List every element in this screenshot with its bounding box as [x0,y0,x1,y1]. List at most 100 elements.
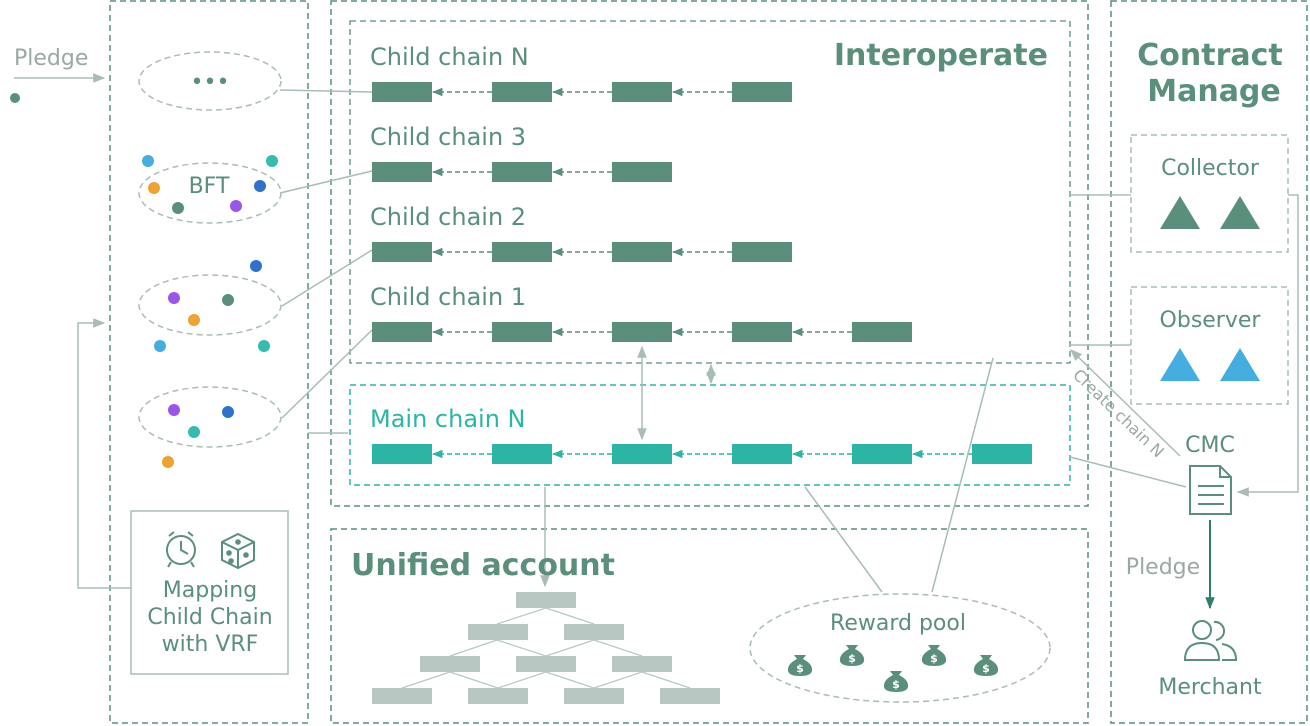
bft-label: BFT [189,174,230,199]
child-chain-1-block [852,322,912,342]
svg-text:$: $ [930,652,938,665]
money-bags: $ $ $ $ $ [787,645,999,692]
observer-triangle-icon [1160,348,1200,381]
center-panel [330,0,1089,507]
collector-box [1130,134,1289,253]
node-dot [250,260,262,272]
mapping-line-1: Mapping [163,578,257,603]
validator-group-n [138,51,282,111]
node-dot [168,292,180,304]
collector-triangle-icon [1160,196,1200,229]
vrf-loop-arrow [77,318,131,589]
child-chain-n-block [372,82,432,102]
observer-box [1130,286,1289,405]
interoperate-box [349,20,1071,364]
main-chain-block [372,444,432,464]
child-chain-1-block [612,322,672,342]
node-dot [230,200,242,212]
reward-pool-label: Reward pool [830,611,966,636]
collector-to-cmc-arrow [1236,194,1299,497]
contract-title-line-2: Manage [1147,74,1281,109]
child-chain-3-block [612,162,672,182]
observer-label: Observer [1160,308,1262,333]
node-dot [222,406,234,418]
child-chain-n-block [492,82,552,102]
child-chain-n-block [732,82,792,102]
unified-account-panel [330,528,1089,724]
child-chain-1-block [732,322,792,342]
mapping-line-2: Child Chain [147,605,272,630]
account-tree-nodes [372,592,720,704]
collector-triangle-icon [1220,196,1260,229]
create-chain-arrow [1070,349,1181,457]
child-chain-3-label: Child chain 3 [370,123,526,151]
child-chain-1-block [372,322,432,342]
main-chain-block [852,444,912,464]
node-dot [168,404,180,416]
main-chain-block [972,444,1032,464]
reward-link [804,486,883,593]
validator-group-1 [138,386,282,448]
alarm-clock-icon [166,531,196,568]
mapping-line-3: with VRF [162,632,259,657]
money-bag-icon: $ [921,645,947,666]
pledge-left-label: Pledge [14,46,88,71]
observer-triangle-icon [1220,348,1260,381]
node-dot [188,426,200,438]
right-panel [1110,0,1308,724]
validator-group-2 [138,274,282,336]
pledge-dot [10,93,20,103]
child-chain-1-block [492,322,552,342]
connector [279,89,373,93]
node-dot [266,155,278,167]
create-chain-label: Create chain N [1069,365,1168,461]
svg-text:$: $ [892,678,900,691]
contract-title-line-1: Contract [1137,38,1283,73]
money-bag-icon: $ [787,655,813,676]
svg-text:$: $ [982,662,990,675]
dice-icon [221,532,255,570]
connector [281,249,373,307]
reward-link [931,357,994,593]
cmc-label: CMC [1185,433,1235,458]
mapping-box [130,510,289,675]
people-icon [1183,620,1238,661]
pledge-right-label: Pledge [1126,555,1200,580]
child-chain-2-label: Child chain 2 [370,203,526,231]
node-dot [188,314,200,326]
node-dot [172,202,184,214]
child-chain-1-label: Child chain 1 [370,283,526,311]
child-chain-n-block [612,82,672,102]
child-chain-2-block [612,242,672,262]
node-dot [162,456,174,468]
account-tree [401,607,691,689]
node-dot [258,340,270,352]
unified-account-title: Unified account [351,548,615,583]
main-chain-block [492,444,552,464]
node-dot [254,180,266,192]
collector-label: Collector [1161,156,1260,181]
child-chain-3-block [492,162,552,182]
main-chain-box [349,384,1071,486]
child-chain-2-block [492,242,552,262]
svg-text:$: $ [848,652,856,665]
node-dot [222,294,234,306]
money-bag-icon: $ [839,645,865,666]
ellipsis-label: ••• [191,70,230,95]
child-chain-3-block [372,162,432,182]
node-dot [148,182,160,194]
connector [279,170,373,194]
node-dot [154,340,166,352]
document-icon [1189,465,1232,515]
merchant-label: Merchant [1158,675,1262,700]
main-chain-block [612,444,672,464]
main-chain-block [732,444,792,464]
cmc-main-link [1069,456,1187,488]
svg-text:$: $ [796,662,804,675]
child-chain-n-label: Child chain N [370,43,529,71]
node-dot [142,155,154,167]
child-chain-2-block [732,242,792,262]
main-chain-label: Main chain N [370,405,526,433]
connector [281,329,373,419]
